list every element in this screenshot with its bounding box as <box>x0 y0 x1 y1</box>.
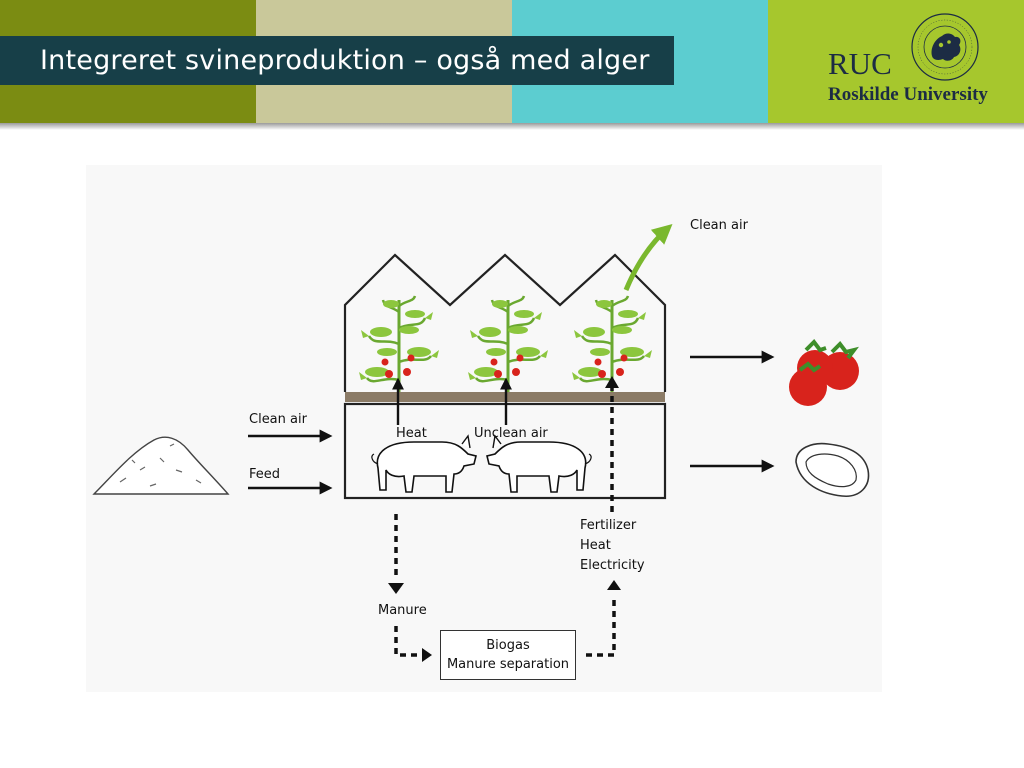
clean-air-out-arrow <box>623 224 673 291</box>
biogas-return-arrow <box>586 596 616 657</box>
label-unclean-air: Unclean air <box>474 426 548 441</box>
slide-title-box: Integreret svineproduktion – også med al… <box>0 36 674 85</box>
pig-icon <box>486 435 592 493</box>
meat-icon <box>795 442 870 497</box>
label-feed: Feed <box>249 467 281 482</box>
manure-to-biogas-arrow <box>394 626 420 657</box>
label-electricity: Electricity <box>580 558 645 573</box>
label-fertilizer: Fertilizer <box>580 518 637 533</box>
greenhouse-roof <box>343 253 667 392</box>
label-clean-air-out: Clean air <box>690 218 748 233</box>
label-manure: Manure <box>378 603 427 618</box>
label-biogas: Biogas <box>486 638 530 653</box>
label-manure-separation: Manure separation <box>446 657 570 672</box>
header-shadow <box>0 123 1024 130</box>
tomatoes-icon <box>789 338 859 406</box>
label-heat: Heat <box>396 426 427 441</box>
feed-pile-icon <box>92 436 230 495</box>
label-heat-output: Heat <box>580 538 611 553</box>
diagram-panel <box>86 165 882 692</box>
label-clean-air-in: Clean air <box>249 412 307 427</box>
slide-title: Integreret svineproduktion – også med al… <box>40 45 650 76</box>
roskilde-seal-icon <box>911 13 979 81</box>
tomato-plant-icon <box>466 294 550 394</box>
logo-abbreviation: RUC <box>828 46 892 81</box>
pig-icon <box>371 435 477 493</box>
header-band-lime <box>768 0 1024 124</box>
ruc-logo: RUC Roskilde University <box>826 12 1016 112</box>
biogas-box: Biogas Manure separation <box>440 630 576 680</box>
logo-university-name: Roskilde University <box>828 84 988 105</box>
tomato-plant-icon <box>357 294 441 394</box>
